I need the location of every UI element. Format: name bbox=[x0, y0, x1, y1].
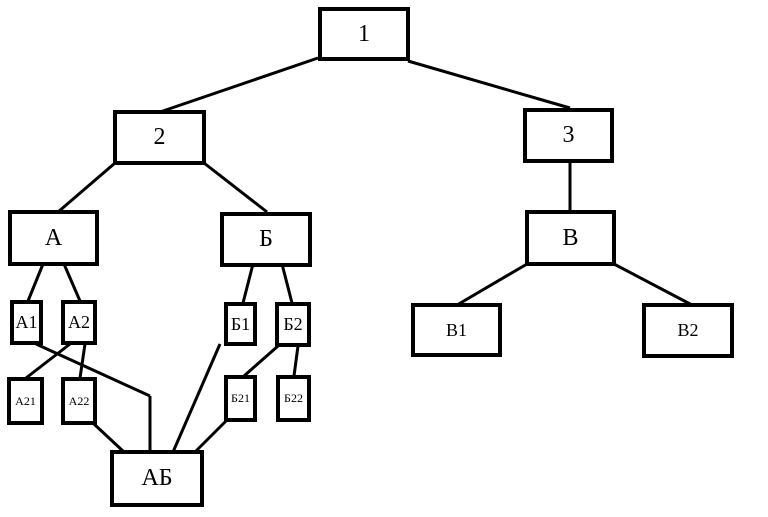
edge-b2-b22 bbox=[292, 345, 300, 377]
node-b1: Б1 bbox=[224, 302, 257, 346]
node-b2: Б2 bbox=[275, 302, 311, 347]
node-2: 2 bbox=[113, 110, 206, 165]
edge-a-a2 bbox=[62, 263, 82, 302]
edge-b-b1 bbox=[241, 263, 255, 304]
node-a1: А1 bbox=[10, 300, 43, 345]
node-1: 1 bbox=[318, 7, 410, 61]
node-v1: В1 bbox=[411, 303, 502, 357]
edge-a2-a21 bbox=[25, 342, 71, 380]
node-b: Б bbox=[220, 212, 312, 267]
edge-2-b bbox=[203, 161, 268, 214]
node-b21: Б21 bbox=[224, 375, 257, 422]
edge-a-a1 bbox=[26, 263, 45, 302]
edge-2-a bbox=[57, 161, 116, 214]
node-b22: Б22 bbox=[276, 375, 311, 422]
edge-b-b2 bbox=[280, 263, 294, 304]
node-v: В bbox=[525, 210, 616, 266]
node-ab: АБ bbox=[110, 450, 204, 507]
node-a: А bbox=[8, 210, 99, 266]
edge-b21-ab bbox=[193, 419, 228, 454]
edge-b1-ab bbox=[171, 343, 222, 453]
edge-a22-ab bbox=[92, 422, 126, 454]
edge-b2-b21 bbox=[243, 344, 279, 378]
node-3: 3 bbox=[523, 108, 614, 163]
edge-a1-ab bbox=[35, 342, 151, 398]
node-a22: А22 bbox=[61, 377, 97, 425]
edge-v-v1 bbox=[456, 262, 528, 307]
edge-v-v2 bbox=[613, 262, 693, 307]
node-a2: А2 bbox=[61, 300, 97, 345]
edge-a2-a22 bbox=[78, 343, 87, 379]
edge-1-2 bbox=[159, 56, 319, 114]
node-v2: В2 bbox=[642, 303, 734, 358]
node-a21: А21 bbox=[7, 377, 44, 425]
edge-1-3 bbox=[407, 59, 571, 110]
